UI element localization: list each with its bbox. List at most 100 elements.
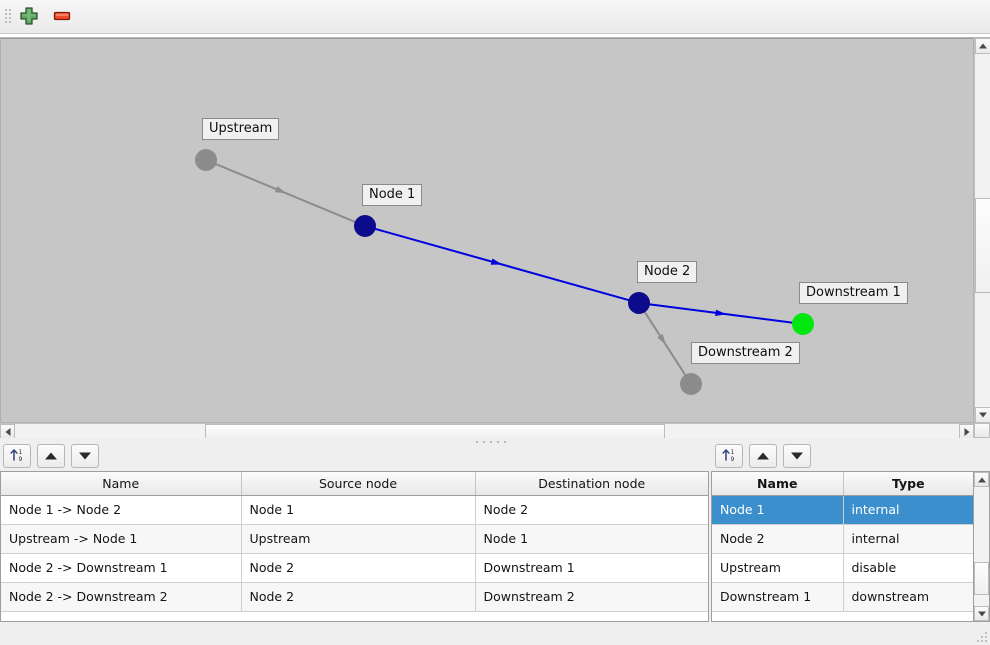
triangle-up-icon	[757, 452, 769, 460]
connections-table-cell-source[interactable]: Node 1	[241, 495, 476, 525]
connections-table-cell-destination[interactable]: Downstream 1	[475, 553, 708, 583]
nodes-panel-footer	[709, 622, 990, 645]
graph-node-label-upstream[interactable]: Upstream	[202, 118, 280, 140]
graph-edge-arrow-node2-downstream1	[715, 309, 727, 317]
canvas-horizontal-scrollbar[interactable]	[0, 423, 974, 439]
graph-edges-layer	[195, 149, 814, 395]
connections-table-cell-name[interactable]: Node 2 -> Downstream 2	[1, 582, 242, 612]
nodes-table-cell-type[interactable]: disable	[843, 553, 973, 583]
nodes-table-cell-type[interactable]: internal	[843, 524, 973, 554]
triangle-up-icon	[45, 452, 57, 460]
nodes-table-cell-name[interactable]: Node 1	[712, 495, 844, 525]
canvas-horizontal-scroll-thumb[interactable]	[205, 424, 665, 439]
connections-move-up-button[interactable]	[37, 444, 65, 468]
connections-table-cell-name[interactable]: Node 1 -> Node 2	[1, 495, 242, 525]
graph-edge-arrow-node1-node2	[490, 258, 503, 265]
svg-text:1: 1	[19, 449, 23, 456]
graph-edge-arrow-node2-downstream2	[657, 333, 666, 345]
connections-sort-button[interactable]: 1 9	[3, 444, 31, 468]
window-resize-grip[interactable]	[977, 632, 987, 642]
graph-node-node2[interactable]	[628, 292, 650, 314]
scroll-down-button[interactable]	[975, 407, 990, 423]
sort-ascending-icon: 1 9	[10, 449, 23, 463]
graph-node-downstream2[interactable]	[680, 373, 702, 395]
toolbar-separator	[0, 34, 990, 38]
connections-table-column-header-1[interactable]: Source node	[241, 472, 476, 496]
connections-move-down-button[interactable]	[71, 444, 99, 468]
connections-table-cell-destination[interactable]: Downstream 2	[475, 582, 708, 612]
graph-node-downstream1[interactable]	[792, 313, 814, 335]
connections-table-cell-name[interactable]: Upstream -> Node 1	[1, 524, 242, 554]
connections-table-cell-source[interactable]: Upstream	[241, 524, 476, 554]
splitter-grip-dots	[476, 441, 514, 444]
connections-table-column-header-2[interactable]: Destination node	[475, 472, 708, 496]
scrollbar-corner	[974, 423, 990, 438]
graph-node-label-node1[interactable]: Node 1	[362, 184, 423, 206]
nodes-vertical-scrollbar[interactable]	[974, 471, 990, 622]
remove-node-button[interactable]	[49, 5, 75, 29]
connections-table-cell-source[interactable]: Node 2	[241, 582, 476, 612]
nodes-table-cell-type[interactable]: downstream	[843, 582, 973, 612]
nodes-scroll-up-button[interactable]	[974, 472, 989, 487]
nodes-table-cell-name[interactable]: Downstream 1	[712, 582, 844, 612]
graph-node-label-downstream2[interactable]: Downstream 2	[691, 342, 800, 364]
scroll-right-button[interactable]	[959, 424, 974, 439]
canvas-vertical-scrollbar[interactable]	[974, 38, 990, 423]
nodes-move-down-button[interactable]	[783, 444, 811, 468]
connections-table-cell-destination[interactable]: Node 2	[475, 495, 708, 525]
nodes-scroll-down-button[interactable]	[974, 606, 989, 621]
graph-node-label-downstream1[interactable]: Downstream 1	[799, 282, 908, 304]
triangle-down-icon	[791, 452, 803, 460]
toolbar-drag-handle[interactable]	[5, 9, 11, 25]
svg-text:1: 1	[731, 449, 735, 456]
nodes-table-column-header-0[interactable]: Name	[712, 472, 844, 496]
main-toolbar	[0, 0, 990, 34]
connections-table-cell-name[interactable]: Node 2 -> Downstream 1	[1, 553, 242, 583]
scroll-left-button[interactable]	[0, 424, 15, 439]
nodes-vertical-scroll-thumb[interactable]	[974, 562, 989, 595]
svg-text:9: 9	[19, 456, 23, 463]
connections-panel-footer	[0, 622, 709, 645]
connections-table-cell-destination[interactable]: Node 1	[475, 524, 708, 554]
canvas-vertical-scroll-thumb[interactable]	[975, 198, 990, 293]
nodes-table-cell-type[interactable]: internal	[843, 495, 973, 525]
plus-icon	[20, 7, 38, 25]
sort-ascending-icon: 1 9	[722, 449, 735, 463]
nodes-sort-button[interactable]: 1 9	[715, 444, 743, 468]
connections-table-cell-source[interactable]: Node 2	[241, 553, 476, 583]
connections-table-column-header-0[interactable]: Name	[1, 472, 242, 496]
minus-icon	[53, 11, 71, 21]
nodes-table-column-header-1[interactable]: Type	[843, 472, 973, 496]
nodes-table-cell-name[interactable]: Node 2	[712, 524, 844, 554]
graph-node-label-node2[interactable]: Node 2	[637, 261, 698, 283]
triangle-down-icon	[79, 452, 91, 460]
graph-edge-arrow-upstream-node1	[274, 186, 287, 194]
graph-node-node1[interactable]	[354, 215, 376, 237]
nodes-move-up-button[interactable]	[749, 444, 777, 468]
add-node-button[interactable]	[16, 5, 42, 29]
panel-splitter[interactable]	[0, 438, 990, 447]
svg-text:9: 9	[731, 456, 735, 463]
graph-node-upstream[interactable]	[195, 149, 217, 171]
nodes-table-cell-name[interactable]: Upstream	[712, 553, 844, 583]
scroll-up-button[interactable]	[975, 38, 990, 54]
